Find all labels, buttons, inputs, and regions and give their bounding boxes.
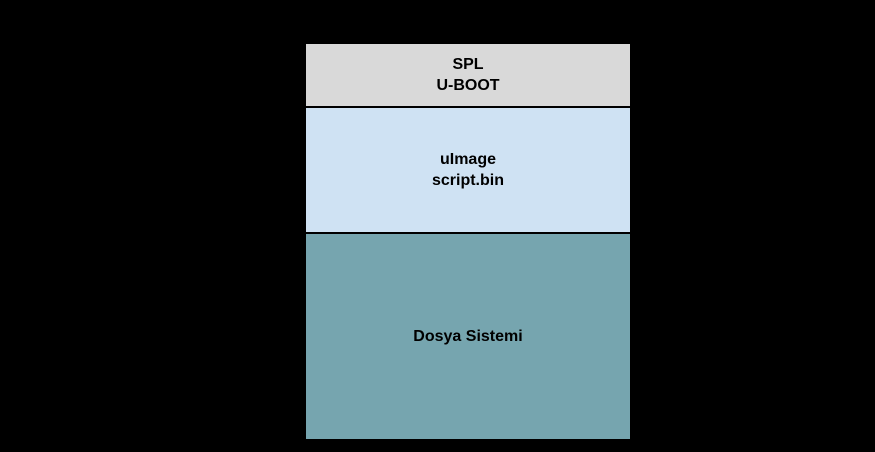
partition-dosya-sistemi: Dosya Sistemi — [306, 232, 630, 439]
partition-spl-uboot: SPL U-BOOT — [306, 44, 630, 106]
partition-uimage-scriptbin: uImage script.bin — [306, 106, 630, 232]
partition-spl-uboot-label-line1: SPL — [452, 56, 484, 73]
partition-spl-uboot-label-line2: U-BOOT — [436, 77, 500, 94]
partition-diagram: SPL U-BOOT uImage script.bin Dosya Siste… — [305, 43, 631, 440]
partition-uimage-scriptbin-label-line2: script.bin — [431, 172, 504, 189]
partition-uimage-scriptbin-label-line1: uImage — [439, 151, 496, 168]
partition-dosya-sistemi-label-line1: Dosya Sistemi — [413, 328, 523, 345]
